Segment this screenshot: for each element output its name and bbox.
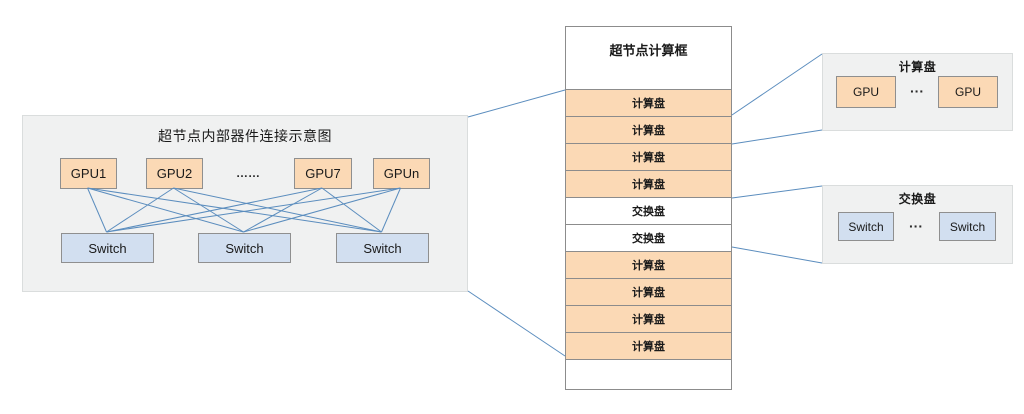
rack-row-switch-2: 交换盘 xyxy=(566,224,731,251)
gpu-node-2: GPU2 xyxy=(146,158,203,189)
rack-row-compute-4: 计算盘 xyxy=(566,170,731,197)
switch-board-ellipsis: ··· xyxy=(909,218,923,234)
compute-board-detail-panel: 计算盘 GPU ··· GPU xyxy=(822,53,1013,131)
gpu-node-n: GPUn xyxy=(373,158,430,189)
gpu-node-1-label: GPU1 xyxy=(70,166,107,181)
switch-node-2: Switch xyxy=(198,233,291,263)
switch-board-detail-title: 交换盘 xyxy=(898,192,937,206)
rack-row-label: 计算盘 xyxy=(632,125,665,137)
rack-row-compute-6: 计算盘 xyxy=(566,278,731,305)
switch-node-3: Switch xyxy=(336,233,429,263)
switch-node-1-label: Switch xyxy=(88,240,127,256)
rack-compute-callout-top xyxy=(731,53,823,116)
rack-row-compute-3: 计算盘 xyxy=(566,143,731,170)
rack-row-label: 计算盘 xyxy=(632,287,665,299)
rack-row-compute-1: 计算盘 xyxy=(566,89,731,116)
rack-row-label: 计算盘 xyxy=(632,179,665,191)
rack-row-compute-7: 计算盘 xyxy=(566,305,731,332)
switch-node-2-label: Switch xyxy=(225,240,264,256)
switch-board-detail-panel: 交换盘 Switch ··· Switch xyxy=(822,185,1013,264)
switch-node-3-label: Switch xyxy=(363,240,402,256)
supernode-chassis-title: 超节点计算框 xyxy=(566,27,731,89)
detail-switch-node-2: Switch xyxy=(939,212,996,241)
rack-row-switch-1: 交换盘 xyxy=(566,197,731,224)
panel-rack-callout-bottom xyxy=(467,290,566,357)
rack-switch-callout-bottom xyxy=(731,246,823,264)
rack-row-label: 交换盘 xyxy=(632,206,665,218)
rack-row-label: 交换盘 xyxy=(632,233,665,245)
rack-row-label: 计算盘 xyxy=(632,152,665,164)
rack-empty-slot xyxy=(566,359,731,389)
rack-row-label: 计算盘 xyxy=(632,98,665,110)
detail-gpu-node-2-label: GPU xyxy=(954,85,981,99)
gpu-node-1: GPU1 xyxy=(60,158,117,189)
rack-row-label: 计算盘 xyxy=(632,260,665,272)
gpu-node-7: GPU7 xyxy=(294,158,352,189)
rack-row-label: 计算盘 xyxy=(632,314,665,326)
internal-connection-panel: 超节点内部器件连接示意图 GPU1 GPU2 …… GPU7 GPUn Swit… xyxy=(22,115,468,292)
gpu-ellipsis: …… xyxy=(236,166,260,180)
supernode-chassis: 超节点计算框 计算盘 计算盘 计算盘 计算盘 交换盘 交换盘 计算盘 计算盘 计… xyxy=(565,26,732,390)
detail-gpu-node-2: GPU xyxy=(938,76,998,108)
rack-row-compute-8: 计算盘 xyxy=(566,332,731,359)
detail-switch-node-1: Switch xyxy=(838,212,894,241)
detail-gpu-node-1-label: GPU xyxy=(852,85,879,99)
detail-gpu-node-1: GPU xyxy=(836,76,896,108)
panel-rack-callout-top xyxy=(467,89,566,118)
rack-compute-callout-bottom xyxy=(731,129,823,145)
detail-switch-node-2-label: Switch xyxy=(949,219,986,234)
switch-node-1: Switch xyxy=(61,233,154,263)
rack-switch-callout-top xyxy=(731,185,823,199)
compute-board-ellipsis: ··· xyxy=(910,83,924,99)
gpu-node-7-label: GPU7 xyxy=(305,166,341,181)
rack-row-compute-5: 计算盘 xyxy=(566,251,731,278)
gpu-node-n-label: GPUn xyxy=(383,166,420,181)
rack-row-label: 计算盘 xyxy=(632,341,665,353)
rack-row-compute-2: 计算盘 xyxy=(566,116,731,143)
detail-switch-node-1-label: Switch xyxy=(848,219,884,234)
compute-board-detail-title: 计算盘 xyxy=(898,60,937,74)
gpu-node-2-label: GPU2 xyxy=(156,166,193,181)
internal-connection-panel-title: 超节点内部器件连接示意图 xyxy=(158,128,332,144)
